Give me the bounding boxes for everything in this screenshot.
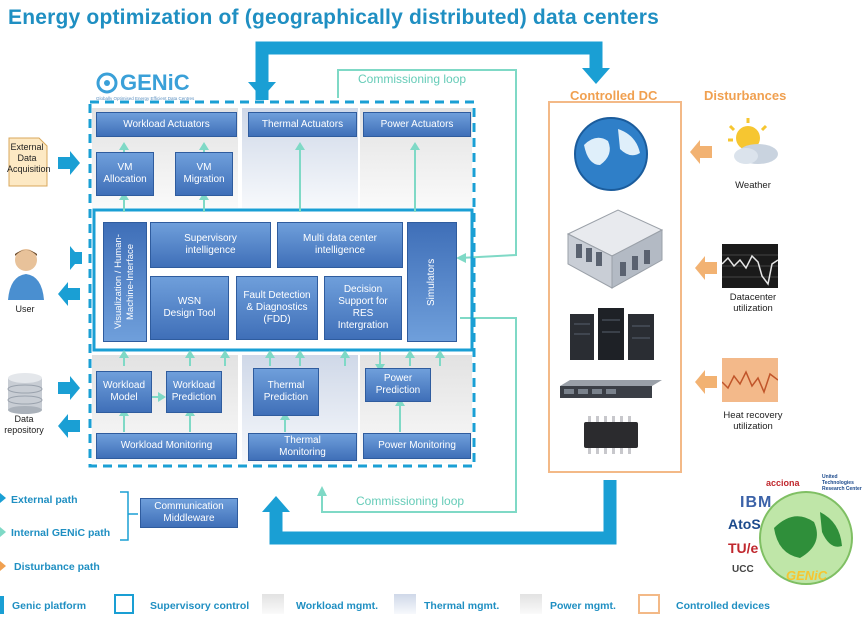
disturbance-path-label: Disturbance path <box>14 561 100 573</box>
commissioning-loop-bottom: Commissioning loop <box>356 494 465 508</box>
rack-server-icon <box>558 378 664 400</box>
user-label: User <box>15 304 35 314</box>
hmi-box: Visualization / Human-Machine-Interface <box>103 222 147 342</box>
vm-allocation: VM Allocation <box>96 152 154 196</box>
controlled-dc-label: Controlled DC <box>570 88 658 103</box>
legend-swatch-controlled <box>638 594 660 614</box>
partner-genic: GENiC <box>786 568 828 583</box>
globe-icon <box>570 115 652 193</box>
wsn-design-tool: WSN Design Tool <box>150 276 229 340</box>
supervisory-intelligence: Supervisory intelligence <box>150 222 271 268</box>
external-data-icon: External Data Acquisition <box>5 136 51 188</box>
legend-swatch-supervisory <box>114 594 134 614</box>
thermal-prediction: Thermal Prediction <box>253 368 319 416</box>
legend-supervisory-control: Supervisory control <box>150 600 250 612</box>
disturbances-label: Disturbances <box>704 88 787 103</box>
data-repository-label: Data repository <box>4 414 44 435</box>
partner-ibm: IBM <box>740 494 773 511</box>
partner-tue: TU/e <box>728 540 759 556</box>
workload-model: Workload Model <box>96 371 152 413</box>
weather-icon <box>720 118 782 170</box>
workload-prediction: Workload Prediction <box>166 371 222 413</box>
legend-workload-mgmt: Workload mgmt. <box>296 600 379 612</box>
partner-utrc: United Technologies Research Center <box>822 474 862 492</box>
genic-logo-text: GENiC <box>120 70 190 95</box>
legend-power-mgmt: Power mgmt. <box>550 600 616 612</box>
page-title: Energy optimization of (geographically d… <box>8 6 660 29</box>
data-repository-icon <box>6 372 44 414</box>
genic-tagline: Globally Optimised Energy Efficient Data… <box>96 96 195 101</box>
power-prediction: Power Prediction <box>365 368 431 402</box>
fdd-box: Fault Detection & Diagnostics (FDD) <box>236 276 318 340</box>
commissioning-loop-top: Commissioning loop <box>358 72 467 86</box>
workload-actuators: Workload Actuators <box>96 112 237 137</box>
genic-logo: GENiC Globally Optimised Energy Efficien… <box>96 70 216 104</box>
datacenter-building-icon <box>558 204 666 290</box>
datacenter-utilization-chart-icon <box>721 244 779 288</box>
legend-swatch-workload <box>262 594 284 614</box>
datacenter-utilization-label: Datacenter utilization <box>729 292 777 314</box>
multi-dc-intelligence: Multi data center intelligence <box>277 222 403 268</box>
decision-support: Decision Support for RES Intergration <box>324 276 402 340</box>
legend-genic-platform: Genic platform <box>12 600 87 612</box>
external-data-label: External Data Acquisition <box>7 142 51 174</box>
partner-globe <box>754 488 858 588</box>
legend-swatch-thermal <box>394 594 416 614</box>
power-actuators: Power Actuators <box>363 112 471 137</box>
partner-atos: AtoS <box>728 516 761 532</box>
legend-swatch-power <box>520 594 542 614</box>
internal-path-label: Internal GENiC path <box>11 527 111 539</box>
legend-swatch-genic-platform <box>0 596 4 614</box>
thermal-monitoring: Thermal Monitoring <box>248 433 357 461</box>
vm-migration: VM Migration <box>175 152 233 196</box>
heat-recovery-label: Heat recovery utilization <box>723 410 783 432</box>
server-racks-icon <box>566 304 658 362</box>
power-monitoring: Power Monitoring <box>363 433 471 459</box>
genic-logo-icon <box>96 72 118 94</box>
weather-label: Weather <box>735 180 771 191</box>
workload-monitoring: Workload Monitoring <box>96 433 237 459</box>
partner-ucc: UCC <box>732 564 754 575</box>
chip-icon <box>578 414 644 456</box>
heat-recovery-chart-icon <box>721 358 779 402</box>
partner-acciona: acciona <box>766 478 800 488</box>
communication-middleware: Communication Middleware <box>140 498 238 528</box>
external-path-label: External path <box>11 494 78 506</box>
user-icon <box>6 246 46 302</box>
legend-thermal-mgmt: Thermal mgmt. <box>424 600 500 612</box>
thermal-actuators: Thermal Actuators <box>248 112 357 137</box>
legend-controlled-devices: Controlled devices <box>676 600 770 612</box>
simulators-box: Simulators <box>407 222 457 342</box>
